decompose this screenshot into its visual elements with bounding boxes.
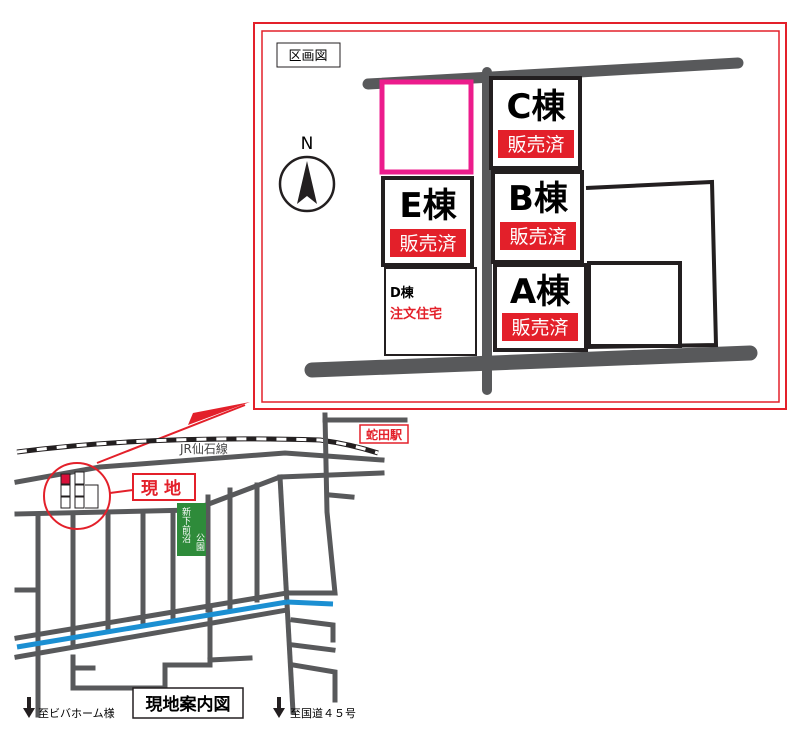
river (16, 599, 288, 650)
arrow-down-icon (273, 697, 285, 718)
lot-b-name: B棟 (508, 179, 569, 219)
railway-label: JR仙石線 (179, 441, 228, 456)
lot-vacant-highlight (379, 79, 474, 175)
north-label: N (301, 134, 314, 154)
lot-d-status: 注文住宅 (390, 306, 442, 322)
inset-title: 区画図 (288, 49, 327, 64)
station-label: 蛇田駅 (366, 427, 403, 442)
railway-jr-senseki (16, 436, 379, 456)
lot-b-status: 販売済 (509, 226, 566, 248)
lot-c-badge (498, 130, 574, 158)
park-area (177, 503, 206, 556)
lot-a-status: 販売済 (511, 317, 568, 339)
map-title-box (132, 687, 244, 719)
lot-plan-inset: 区画図 C棟 販売済 E棟 販売済 B棟 販売済 A棟 販売済 D棟 注文住宅 … (253, 22, 787, 410)
park-name-col1: 新下前沼 (180, 506, 191, 544)
lot-e-name: E棟 (399, 186, 457, 226)
site-connector (109, 489, 134, 494)
leader-wedge (188, 402, 250, 425)
river-east (286, 599, 334, 607)
north-arrow-icon: N (278, 134, 336, 213)
direction-right: 至国道４５号 (290, 706, 356, 720)
map-title: 現地案内図 (146, 694, 231, 715)
station-box (359, 424, 409, 444)
leader-line (96, 404, 246, 464)
lot-a-badge (502, 313, 578, 341)
park-name-col2: 公園 (194, 533, 205, 552)
road-network (14, 412, 408, 718)
direction-left: 至ビバホーム様 (38, 706, 115, 720)
road-south (304, 345, 758, 378)
site-label: 現地 (141, 478, 187, 499)
lot-e-status: 販売済 (399, 233, 456, 255)
site-circle (43, 462, 111, 530)
site-label-box (132, 473, 196, 501)
inset-outer-frame (253, 22, 787, 410)
lot-a-name: A棟 (510, 272, 571, 312)
lot-b-badge (500, 222, 576, 250)
lot-d (384, 267, 477, 356)
lot-c-status: 販売済 (507, 134, 564, 156)
lot-d-name: D棟 (390, 285, 415, 301)
lot-c-name: C棟 (507, 87, 567, 127)
lot-e-badge (390, 229, 466, 257)
arrow-down-icon (23, 697, 35, 718)
neighbor-lot-inner (587, 261, 682, 348)
site-lots (60, 471, 99, 509)
inset-title-box (276, 42, 341, 68)
inset-inner-frame (261, 30, 780, 403)
